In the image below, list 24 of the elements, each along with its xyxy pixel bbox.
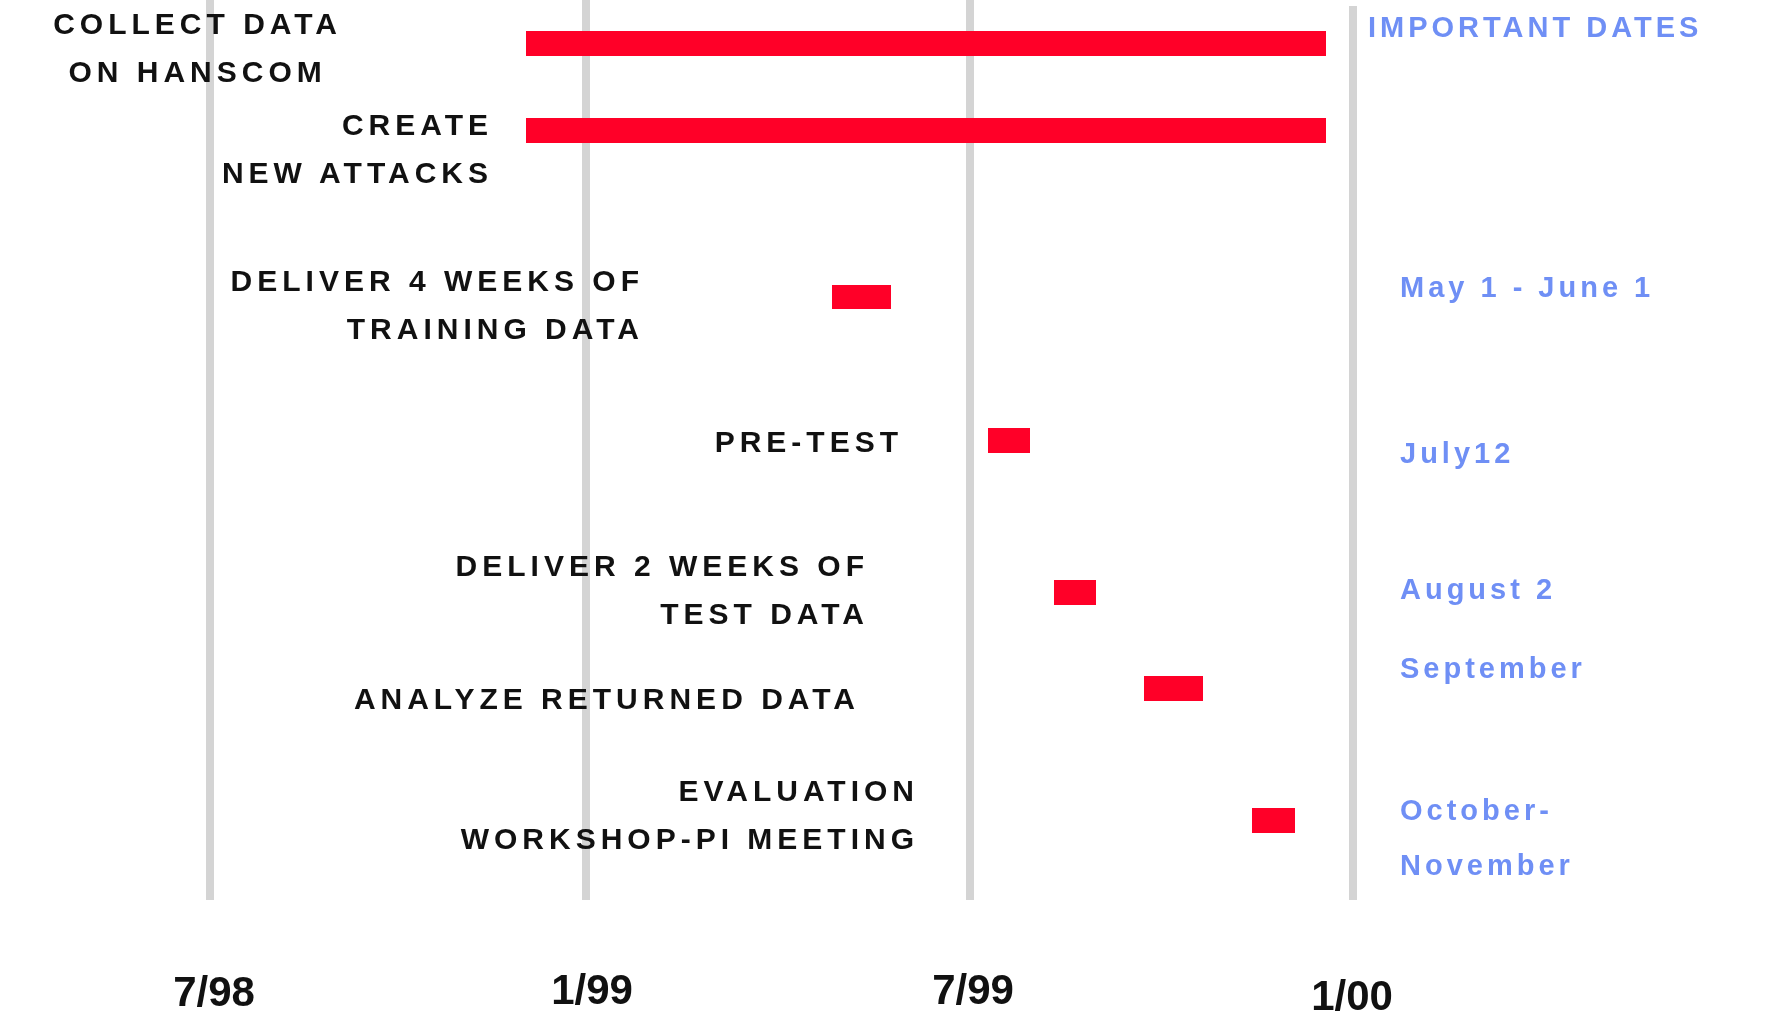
task-label: ANALYZE RETURNED DATA (353, 681, 860, 717)
gantt-bar (526, 118, 1326, 143)
date-label: May 1 - June 1 (1400, 270, 1655, 305)
task-label: CREATE NEW ATTACKS (221, 107, 493, 191)
axis-tick-label: 1/00 (1311, 972, 1393, 1015)
task-label: EVALUATION WORKSHOP-PI MEETING (460, 773, 919, 857)
task-label: COLLECT DATA ON HANSCOM (53, 6, 342, 90)
section-heading: IMPORTANT DATES (1368, 10, 1703, 45)
gantt-bar (1144, 676, 1203, 701)
gantt-bar (1054, 580, 1096, 605)
gantt-bar (988, 428, 1030, 453)
date-label: August 2 (1400, 572, 1557, 607)
task-label: PRE-TEST (714, 424, 903, 460)
date-label: July12 (1400, 436, 1515, 471)
axis-tick-label: 1/99 (551, 966, 633, 1014)
axis-tick-label: 7/98 (173, 968, 255, 1015)
gantt-bar (832, 285, 891, 309)
gantt-bar (526, 31, 1326, 56)
gantt-bar (1252, 808, 1295, 833)
task-label: DELIVER 2 WEEKS OF TEST DATA (455, 548, 869, 632)
date-label: September (1400, 651, 1586, 686)
date-label: October- November (1400, 793, 1575, 883)
task-label: DELIVER 4 WEEKS OF TRAINING DATA (230, 263, 644, 347)
axis-tick-label: 7/99 (932, 966, 1014, 1014)
